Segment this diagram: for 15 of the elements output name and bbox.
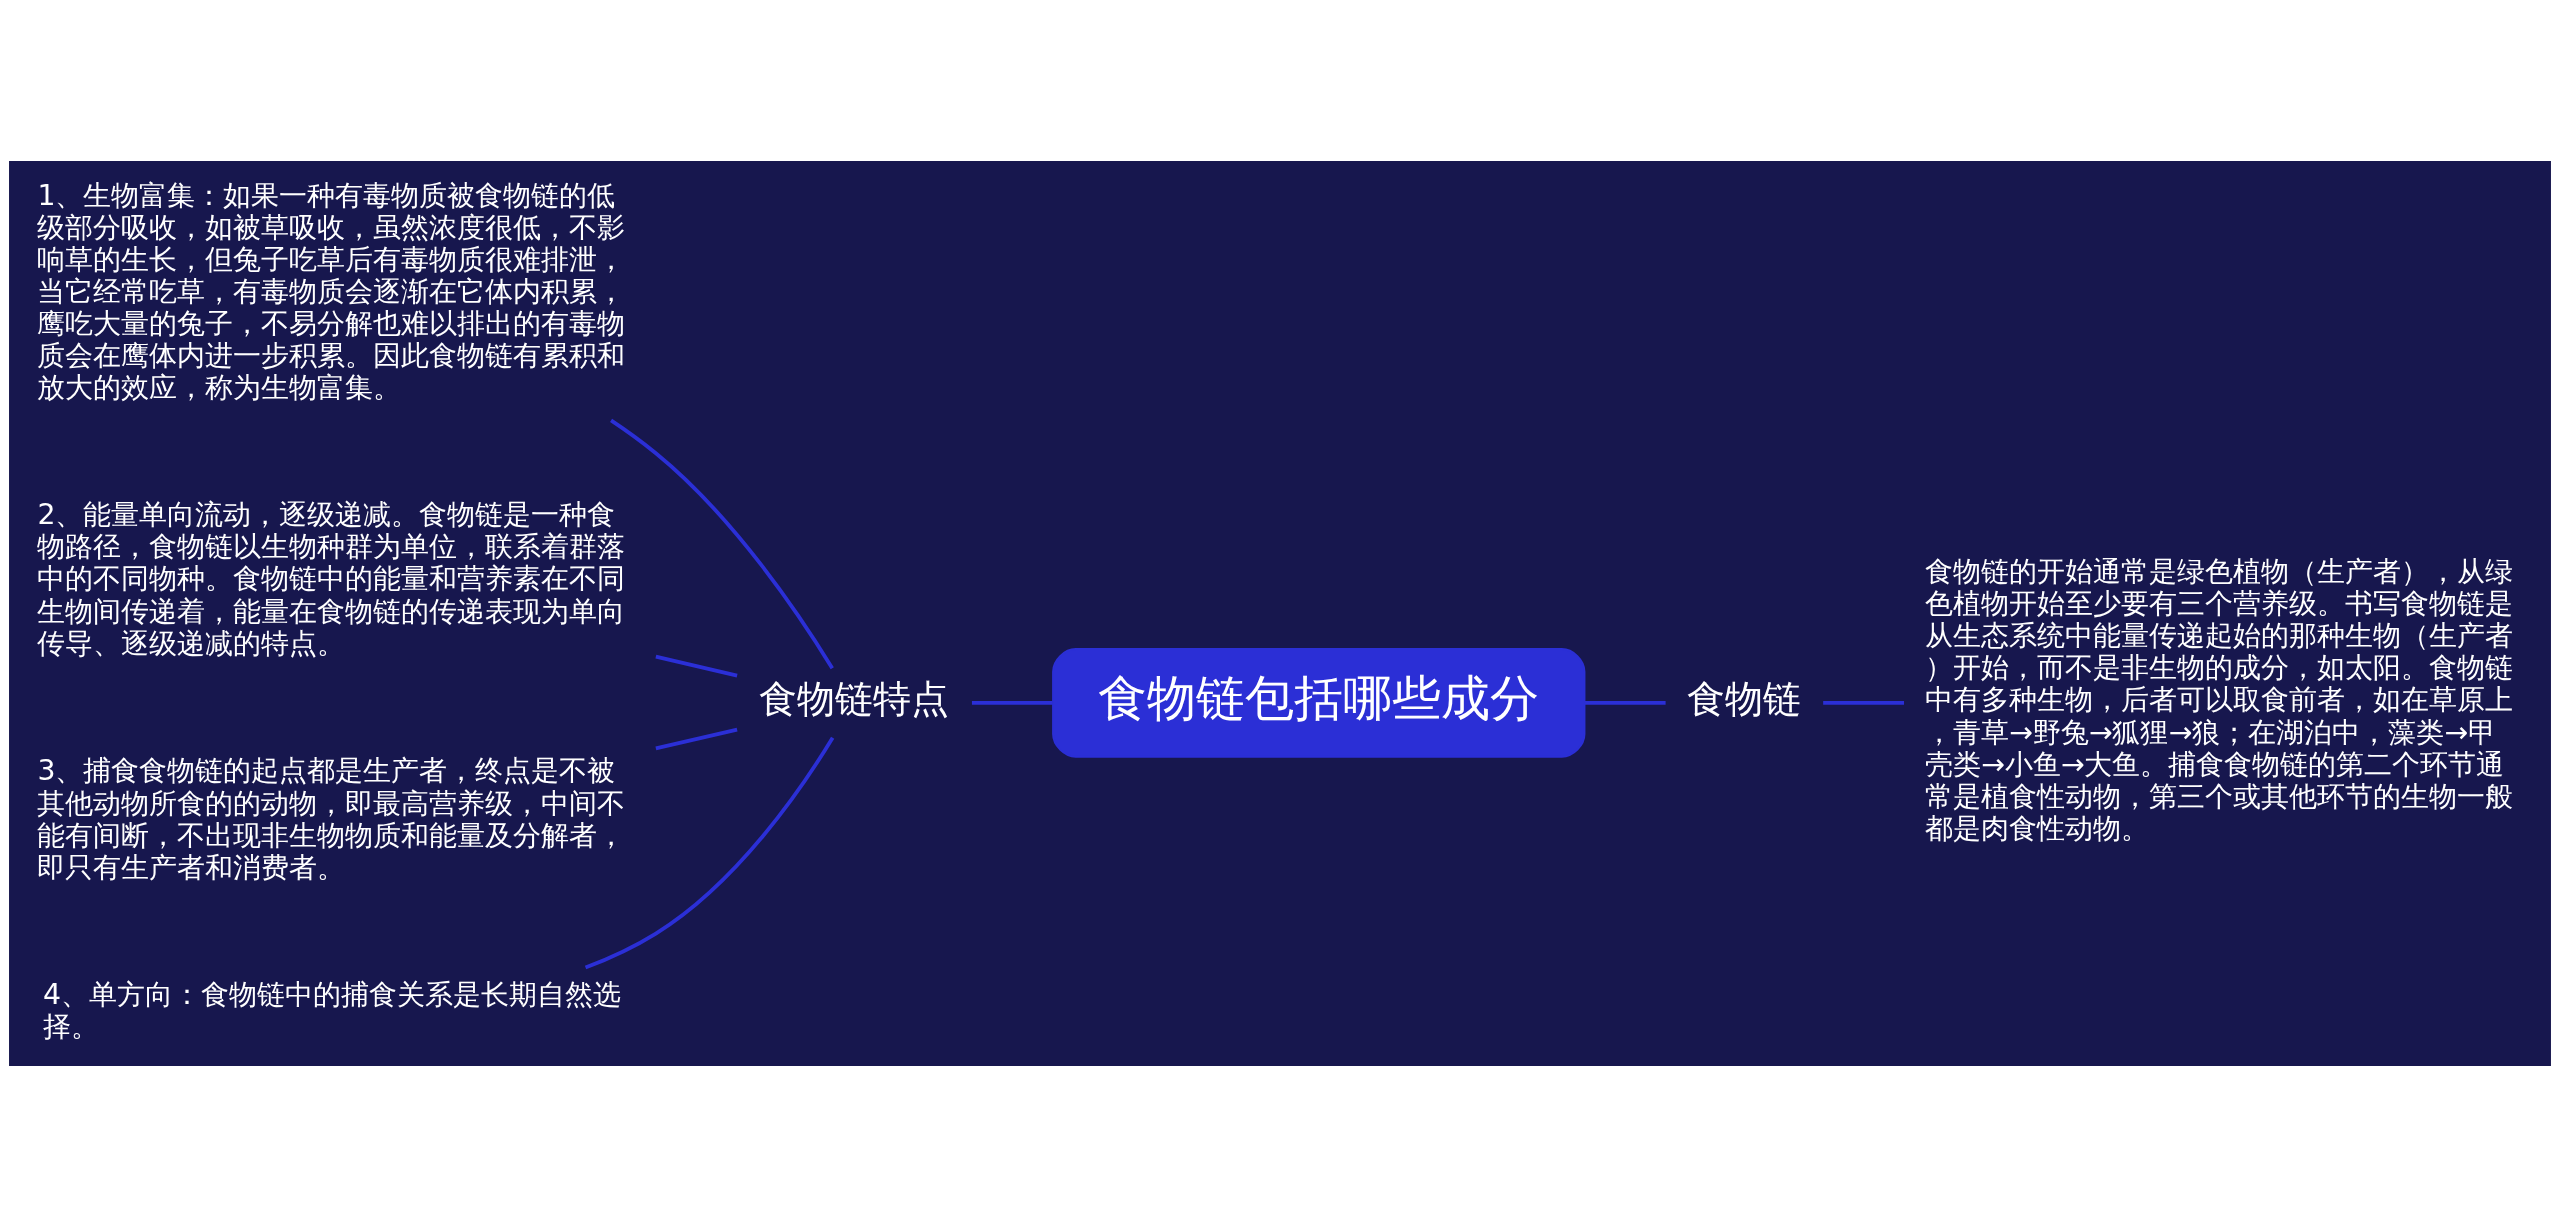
connector — [655, 727, 738, 750]
node-text: 食物链特点 — [759, 676, 950, 721]
connector — [610, 418, 834, 669]
node-text: 2、能量单向流动，逐级递减。食物链是一种食物路径，食物链以生物种群为单位，联系着群落中的不同物种。食物链中的能量和营养素在不同生物间传递着，能量在食物链的传递表现为单向传导、逐级递减的特点。 — [37, 497, 626, 660]
connector — [971, 700, 1053, 705]
node-text: 食物链的开始通常是绿色植物（生产者），从绿色植物开始至少要有三个营养级。书写食物链是从生态系统中能量传递起始的那种生物（生产者）开始，而不是非生物的成分，如太阳。食物链中有多种生物，后者可以取食前者，如在草原上，青草→野兔→狐狸→狼；在湖泊中，藻类→甲壳类→小鱼→大鱼。捕食食物链的第二个环节通常是植食性动物，第三个或其他环节的生物一般都是肉食性动物。 — [1924, 554, 2513, 845]
connector — [1823, 700, 1904, 705]
node-text: 1、生物富集：如果一种有毒物质被食物链的低级部分吸收，如被草吸收，虽然浓度很低，不影响草的生长，但兔子吃草后有毒物质很难排泄，当它经常吃草，有毒物质会逐渐在它体内积累，鹰吃大量的兔子，不易分解也难以排出的有毒物质会在鹰体内进一步积累。因此食物链有累积和放大的效应，称为生物富集。 — [37, 178, 626, 404]
connector — [1584, 700, 1666, 705]
connector — [584, 736, 835, 969]
node-text: 3、捕食食物链的起点都是生产者，终点是不被其他动物所食的的动物，即最高营养级，中间不能有间断，不出现非生物物质和能量及分解者，即只有生产者和消费者。 — [37, 753, 626, 884]
node-box: 食物链包括哪些成分 — [1052, 647, 1586, 758]
node-text: 4、单方向：食物链中的捕食关系是长期自然选择。 — [43, 977, 622, 1043]
node-text: 食物链 — [1687, 676, 1802, 721]
connector — [655, 654, 738, 678]
